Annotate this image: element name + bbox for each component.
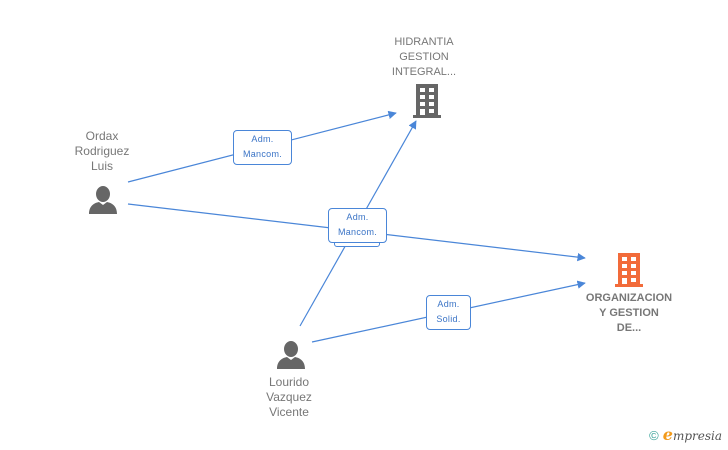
brand-name: mpresia — [672, 429, 722, 443]
person-icon[interactable] — [276, 341, 306, 369]
brand-watermark: ©empresia — [649, 425, 722, 444]
company-name-line: ORGANIZACION — [585, 292, 673, 304]
role-line: Mancom. — [337, 227, 378, 237]
person-name-line: Luis — [90, 159, 113, 173]
company-name-line: INTEGRAL... — [391, 66, 457, 78]
building-icon-highlighted[interactable] — [614, 253, 644, 287]
brand-initial: e — [662, 425, 673, 444]
role-badge-ordax-organizacion[interactable]: Adm. Mancom. — [328, 208, 387, 243]
role-line: Adm. — [346, 212, 369, 222]
company-name-line: DE... — [616, 322, 642, 334]
role-badge-lourido-organizacion[interactable]: Adm. Solid. — [426, 295, 471, 330]
company-name-line: Y GESTION — [599, 307, 659, 319]
person-name-line: Vazquez — [266, 390, 312, 404]
company-label-hidrantia[interactable]: HIDRANTIA GESTION INTEGRAL... — [374, 35, 474, 80]
person-name-line: Rodriguez — [74, 144, 130, 158]
person-name-line: Ordax — [85, 129, 119, 143]
copyright-icon: © — [649, 428, 659, 443]
role-line: Adm. — [251, 134, 274, 144]
person-label-lourido[interactable]: Lourido Vazquez Vicente — [249, 375, 329, 420]
company-name-line: GESTION — [399, 51, 449, 63]
role-line: Solid. — [436, 314, 461, 324]
role-line: Adm. — [437, 299, 460, 309]
person-name-line: Lourido — [268, 375, 310, 389]
company-name-line: HIDRANTIA — [394, 36, 454, 48]
person-icon[interactable] — [88, 186, 118, 214]
person-label-ordax[interactable]: Ordax Rodriguez Luis — [62, 129, 142, 174]
role-badge-ordax-hidrantia[interactable]: Adm. Mancom. — [233, 130, 292, 165]
brand-logo: empresia — [663, 425, 722, 444]
building-icon[interactable] — [412, 84, 442, 118]
role-line: Mancom. — [242, 149, 283, 159]
person-name-line: Vicente — [269, 405, 309, 419]
company-label-organizacion[interactable]: ORGANIZACION Y GESTION DE... — [574, 291, 684, 336]
